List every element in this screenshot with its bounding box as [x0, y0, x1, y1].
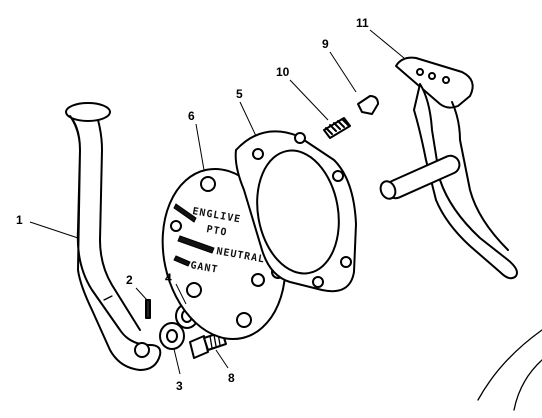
callout-11: 11	[356, 16, 369, 30]
part-11-lever	[379, 56, 518, 280]
partial-housing-outline	[477, 329, 542, 411]
callout-4: 4	[165, 271, 172, 285]
callout-1: 1	[16, 213, 23, 227]
part-5-gasket	[234, 130, 357, 293]
callout-10: 10	[276, 65, 290, 79]
part-10-spring	[323, 117, 351, 139]
callout-2: 2	[126, 273, 133, 287]
callout-3: 3	[176, 379, 183, 393]
plate-label-gant: GANT	[189, 260, 219, 276]
callout-9: 9	[322, 37, 329, 51]
leader-lines	[29, 29, 405, 375]
callout-8: 8	[228, 371, 235, 385]
plate-label-pto: PTO	[205, 224, 228, 238]
part-3-washer	[159, 322, 185, 350]
part-9-plunger	[357, 95, 379, 115]
callout-6: 6	[188, 109, 195, 123]
part-1-lever	[65, 102, 162, 371]
part-2-pin	[145, 299, 151, 319]
callout-5: 5	[236, 87, 243, 101]
